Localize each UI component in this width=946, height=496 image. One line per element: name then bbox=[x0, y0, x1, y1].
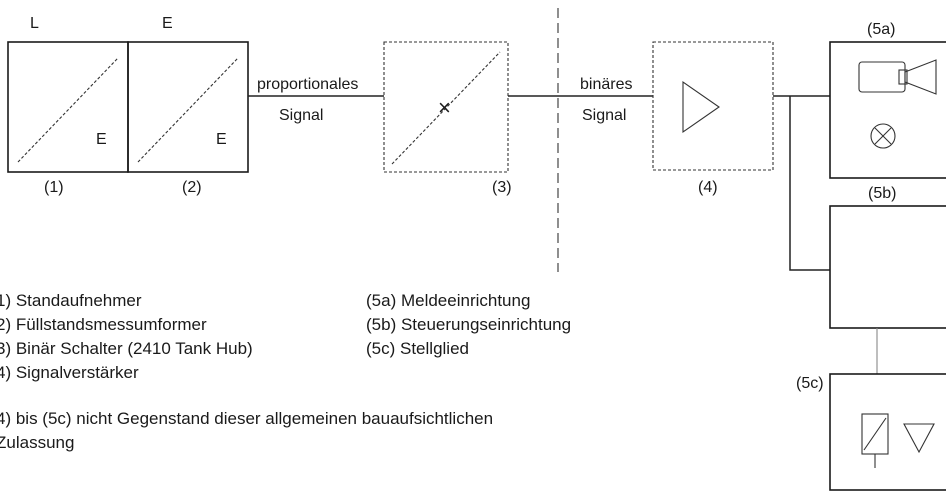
block-5a-number: (5a) bbox=[867, 21, 895, 38]
valve-triangle-icon bbox=[903, 423, 935, 454]
legend-item-2: 2) Füllstandsmessumformer bbox=[0, 315, 207, 334]
block-3: × bbox=[383, 41, 509, 173]
legend-item-5a: (5a) Meldeeinrichtung bbox=[366, 291, 530, 310]
signal-proportional-line1: proportionales bbox=[257, 76, 358, 93]
camera-icon bbox=[858, 59, 937, 95]
legend-left: 1) Standaufnehmer 2) Füllstandsmessumfor… bbox=[0, 291, 253, 382]
block-1-diagonal bbox=[17, 57, 119, 163]
block-1-number: (1) bbox=[44, 179, 64, 196]
block-1: E bbox=[7, 41, 129, 173]
signal-binary-line1: binäres bbox=[580, 76, 632, 93]
block-5b-number: (5b) bbox=[868, 185, 896, 202]
label-e-top: E bbox=[162, 15, 173, 32]
block-4-number: (4) bbox=[698, 179, 718, 196]
signal-binary-line2: Signal bbox=[582, 107, 626, 124]
legend-item-3: 3) Binär Schalter (2410 Tank Hub) bbox=[0, 339, 253, 358]
block-2-output-label: E bbox=[216, 131, 227, 148]
block-3-number: (3) bbox=[492, 179, 512, 196]
legend-item-4: 4) Signalverstärker bbox=[0, 363, 139, 382]
note-line-2: Zulassung bbox=[0, 433, 74, 452]
block-5b bbox=[829, 205, 946, 329]
block-5c-number: (5c) bbox=[796, 375, 824, 392]
legend-item-1: 1) Standaufnehmer bbox=[0, 291, 142, 310]
actuator-coil-icon bbox=[861, 413, 889, 468]
signal-lamp-icon bbox=[870, 123, 896, 149]
block-5c bbox=[829, 373, 946, 491]
label-l: L bbox=[30, 15, 39, 32]
block-5a bbox=[829, 41, 946, 179]
block-3-diagonal bbox=[391, 51, 501, 165]
wire-to-5b bbox=[789, 96, 830, 271]
block-3-mark: × bbox=[438, 95, 451, 120]
note-line-1: 4) bis (5c) nicht Gegenstand dieser allg… bbox=[0, 409, 493, 428]
block-2-number: (2) bbox=[182, 179, 202, 196]
legend-right: (5a) Meldeeinrichtung (5b) Steuerungsein… bbox=[366, 291, 571, 358]
block-2: E bbox=[127, 41, 249, 173]
block-4 bbox=[652, 41, 774, 171]
signal-proportional-line2: Signal bbox=[279, 107, 323, 124]
amplifier-triangle-icon bbox=[682, 80, 720, 134]
block-1-output-label: E bbox=[96, 131, 107, 148]
legend-item-5c: (5c) Stellglied bbox=[366, 339, 469, 358]
block-2-diagonal bbox=[137, 57, 239, 163]
legend-item-5b: (5b) Steuerungseinrichtung bbox=[366, 315, 571, 334]
